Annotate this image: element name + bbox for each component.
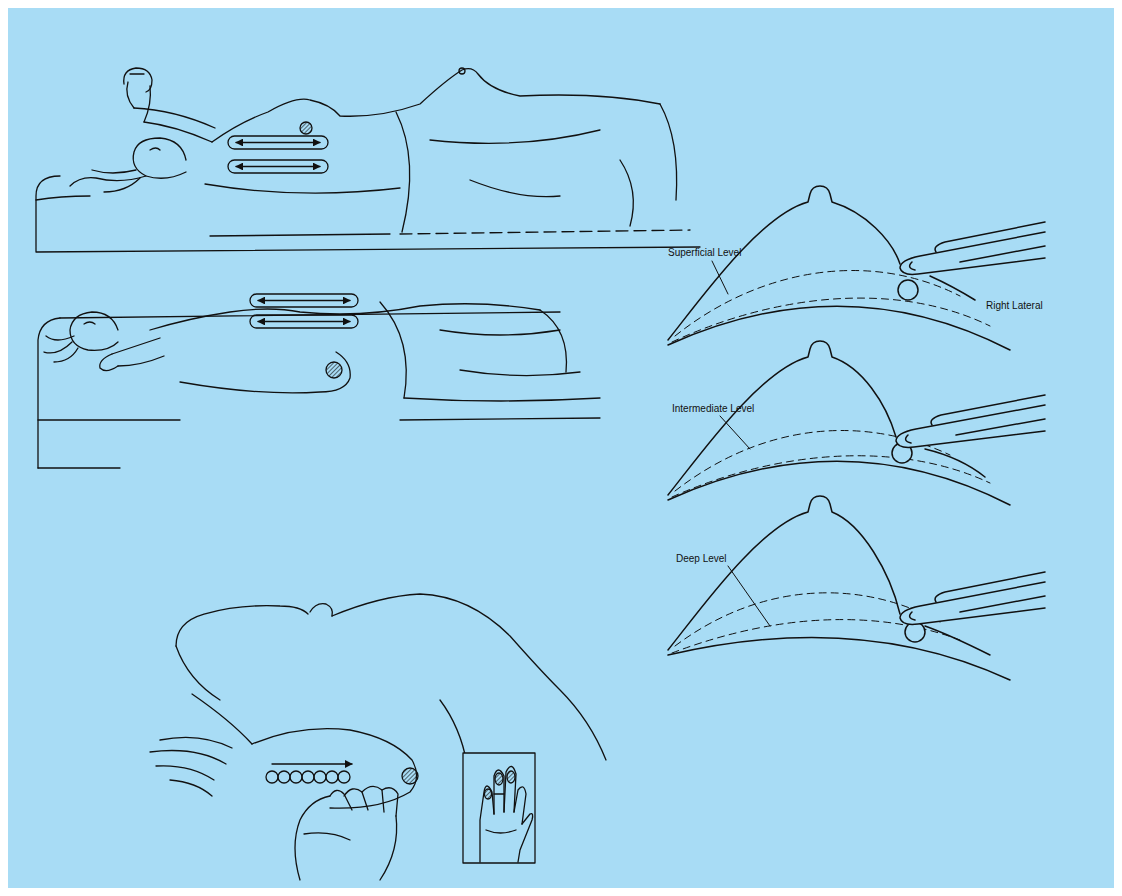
level-label: Superficial Level xyxy=(668,247,741,259)
cross-section-intermediate xyxy=(668,341,1045,505)
figure-palpation-closeup xyxy=(150,594,606,880)
figure-supine-hand-under-head xyxy=(38,294,600,468)
background-panel xyxy=(8,8,1114,888)
level-label: Intermediate Level xyxy=(672,403,754,415)
level-label: Deep Level xyxy=(676,553,727,565)
cross-section-deep xyxy=(668,496,1045,680)
figure-supine-arm-raised xyxy=(36,68,700,252)
side-label: Right Lateral xyxy=(986,300,1043,312)
cross-section-superficial xyxy=(668,186,1045,350)
